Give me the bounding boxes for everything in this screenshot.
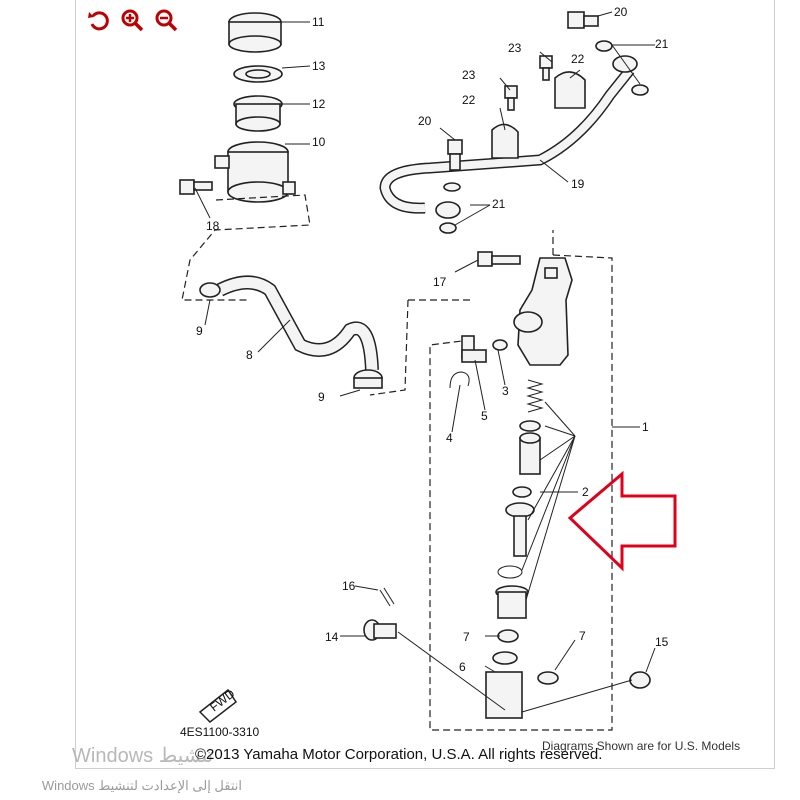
zoom-out-icon (155, 9, 178, 32)
zoom-in-button[interactable] (118, 6, 146, 34)
models-note: Diagrams Shown are for U.S. Models (542, 739, 741, 753)
fwd-marker: FWD (198, 686, 238, 723)
part-number: 12 (312, 97, 326, 111)
diagram-frame (75, 0, 775, 769)
union-bolt-mid (435, 139, 463, 234)
push-rod (505, 502, 535, 557)
brake-hose (379, 66, 635, 214)
diaphragm-plate (233, 65, 283, 83)
part-number: 5 (481, 409, 488, 423)
hose-clamp-a (491, 123, 519, 159)
reservoir-tank (214, 141, 296, 203)
part-number: 20 (614, 5, 628, 19)
part-number: 7 (463, 630, 470, 644)
windows-watermark-subtitle: انتقل إلى الإعدادت لتنشيط Windows (41, 778, 242, 793)
part-number: 18 (206, 219, 220, 233)
clamp-bolts (504, 55, 553, 111)
hose-joint (461, 335, 487, 363)
part-number-labels: 1 2 3 4 5 6 7 7 8 9 9 10 11 12 13 14 15 … (196, 5, 669, 674)
part-number: 17 (433, 275, 447, 289)
part-number: 9 (318, 390, 325, 404)
part-number: 3 (502, 384, 509, 398)
spring (526, 379, 544, 413)
zoom-in-icon (121, 9, 144, 32)
clevis-pin (363, 619, 397, 641)
zoom-out-button[interactable] (152, 6, 180, 34)
cotter-pin (379, 587, 395, 607)
part-number: 16 (342, 579, 356, 593)
part-number: 1 (642, 420, 649, 434)
part-number: 9 (196, 324, 203, 338)
reset-rotate-icon (88, 11, 109, 31)
windows-watermark-title: Windows تنشيط (72, 745, 214, 767)
union-bolt-top (567, 11, 649, 96)
highlight-arrow (567, 470, 677, 572)
part-number: 8 (246, 348, 253, 362)
part-number: 22 (571, 52, 585, 66)
reservoir-hose (216, 275, 379, 371)
diaphragm (233, 95, 283, 132)
part-number: 6 (459, 660, 466, 674)
part-number: 23 (462, 68, 476, 82)
part-number: 7 (579, 629, 586, 643)
piston-seal (512, 486, 532, 498)
master-cylinder-body (513, 257, 573, 366)
part-number: 21 (492, 197, 506, 211)
viewer-toolbar (84, 6, 180, 34)
hose-clip-lower (353, 369, 383, 389)
snap-ring (497, 565, 523, 579)
boot (495, 585, 529, 619)
part-number: 4 (446, 431, 453, 445)
part-number: 15 (655, 635, 669, 649)
reset-button[interactable] (84, 6, 112, 34)
lock-nut (497, 629, 559, 685)
part-number: 20 (418, 114, 432, 128)
mount-bolt (477, 251, 521, 267)
reservoir-cap (228, 12, 282, 53)
part-number: 13 (312, 59, 326, 73)
washer (629, 671, 651, 689)
piston-cup (519, 420, 541, 475)
part-number: 11 (312, 15, 325, 29)
part-number: 23 (508, 41, 522, 55)
part-number: 10 (312, 135, 326, 149)
o-ring (492, 339, 508, 351)
diagram-code: 4ES1100-3310 (180, 725, 260, 739)
part-number: 22 (462, 93, 476, 107)
part-number: 21 (655, 37, 669, 51)
hose-clip-upper (199, 282, 221, 298)
part-number: 14 (325, 630, 339, 644)
part-number: 19 (571, 177, 585, 191)
copyright-text: ©2013 Yamaha Motor Corporation, U.S.A. A… (195, 746, 603, 763)
circlip (449, 371, 470, 389)
part-number: 2 (582, 485, 589, 499)
reservoir-bolt (179, 179, 213, 195)
clevis (485, 651, 523, 719)
